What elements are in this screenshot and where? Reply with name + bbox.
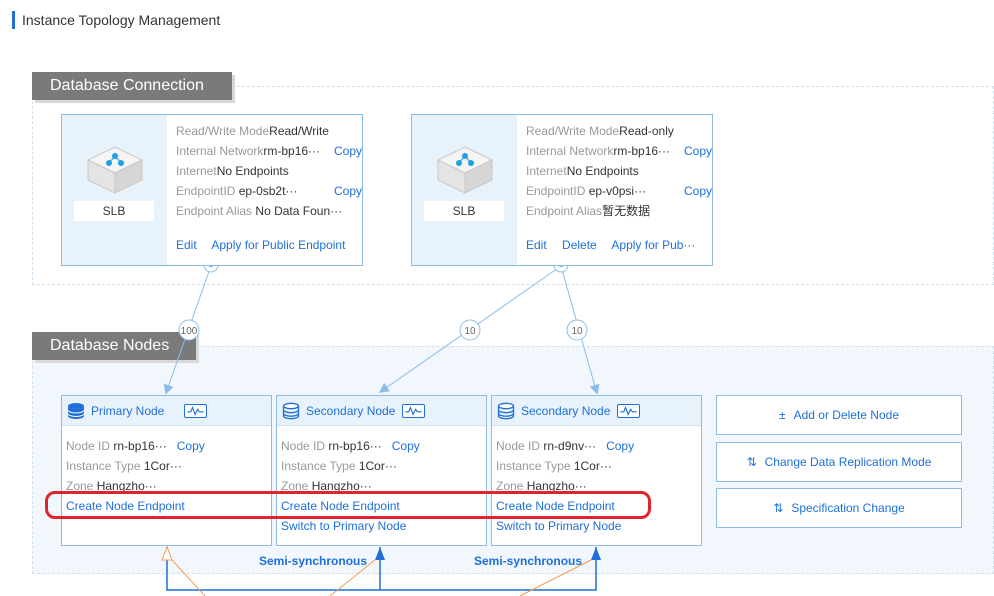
endpoint-alias-key: Endpoint Alias <box>176 204 253 218</box>
copy-link[interactable]: Copy <box>331 181 362 201</box>
node-id-key: Node ID <box>281 439 326 453</box>
secondary-node-card: Secondary Node Node ID rn-d9nv··· Copy I… <box>491 395 702 546</box>
highlight-box <box>45 491 651 519</box>
zone-key: Zone <box>281 479 309 493</box>
instance-type-key: Instance Type <box>66 459 141 473</box>
internet-key: Internet <box>526 164 567 178</box>
internet-key: Internet <box>176 164 217 178</box>
weight-badge-1 <box>178 319 200 341</box>
replication-label: Semi-synchronous <box>474 554 583 568</box>
internet-value: No Endpoints <box>216 164 289 178</box>
slb-panel: SLB <box>62 115 167 265</box>
weight-text-3: 10 <box>571 326 583 337</box>
node-title: Primary Node <box>91 404 165 418</box>
internal-network-key: Internal Network <box>526 144 614 158</box>
copy-link[interactable]: Copy <box>681 141 712 161</box>
apply-public-endpoint-link[interactable]: Apply for Pub··· <box>611 238 696 252</box>
copy-link[interactable]: Copy <box>331 141 362 161</box>
weight-text-1: 100 <box>181 326 198 337</box>
specification-change-button[interactable]: ⇅ Specification Change <box>716 488 962 528</box>
instance-type-value: 1Cor··· <box>143 459 182 473</box>
monitor-icon[interactable] <box>184 404 207 418</box>
instance-type-key: Instance Type <box>496 459 571 473</box>
instance-type-value: 1Cor··· <box>573 459 612 473</box>
endpoint-card: SLB Read/Write ModeRead/Write Internal N… <box>61 114 363 266</box>
node-title: Secondary Node <box>521 404 611 418</box>
weight-badge-2 <box>459 319 481 341</box>
node-id-value: rn-d9nv··· <box>543 439 597 453</box>
monitor-icon[interactable] <box>617 404 640 418</box>
replication-label: Semi-synchronous <box>259 554 368 568</box>
switch-to-primary-link[interactable]: Switch to Primary Node <box>281 519 407 533</box>
rw-mode-value: Read-only <box>619 124 674 138</box>
plus-minus-icon: ± <box>779 408 786 422</box>
internet-value: No Endpoints <box>566 164 639 178</box>
secondary-node-card: Secondary Node Node ID rn-bp16··· Copy I… <box>276 395 487 546</box>
delete-link[interactable]: Delete <box>562 238 597 252</box>
swap-arrows-icon: ⇅ <box>773 501 784 515</box>
node-id-key: Node ID <box>66 439 111 453</box>
edit-link[interactable]: Edit <box>526 238 547 252</box>
slb-cube-icon <box>436 146 494 194</box>
node-id-value: rn-bp16··· <box>328 439 382 453</box>
copy-link[interactable]: Copy <box>681 181 712 201</box>
endpoint-card: SLB Read/Write ModeRead-only Internal Ne… <box>411 114 713 266</box>
node-title: Secondary Node <box>306 404 396 418</box>
create-node-endpoint-link[interactable]: Create Node Endpoint <box>496 499 615 513</box>
instance-type-key: Instance Type <box>281 459 356 473</box>
rw-mode-value: Read/Write <box>269 124 329 138</box>
zone-key: Zone <box>66 479 94 493</box>
internal-network-value: rm-bp16··· <box>613 144 671 158</box>
endpoint-alias-value: 暂无数据 <box>602 204 651 218</box>
slb-cube-icon <box>86 146 144 194</box>
endpoint-alias-key: Endpoint Alias <box>526 204 603 218</box>
create-node-endpoint-link[interactable]: Create Node Endpoint <box>66 499 185 513</box>
specification-change-label: Specification Change <box>791 501 905 515</box>
zone-value: Hangzho··· <box>96 479 157 493</box>
database-connection-label: Database Connection <box>32 72 232 100</box>
rw-mode-key: Read/Write Mode <box>176 124 270 138</box>
add-delete-node-label: Add or Delete Node <box>793 408 899 422</box>
node-id-key: Node ID <box>496 439 541 453</box>
slb-label: SLB <box>74 201 154 221</box>
apply-public-endpoint-link[interactable]: Apply for Public Endpoint <box>211 238 346 252</box>
weight-text-2: 10 <box>464 326 476 337</box>
replication-line <box>166 547 597 591</box>
zone-key: Zone <box>496 479 524 493</box>
slb-label: SLB <box>424 201 504 221</box>
change-replication-mode-label: Change Data Replication Mode <box>764 455 932 469</box>
internal-network-value: rm-bp16··· <box>263 144 321 158</box>
zone-value: Hangzho··· <box>526 479 587 493</box>
create-node-endpoint-link[interactable]: Create Node Endpoint <box>281 499 400 513</box>
database-nodes-label: Database Nodes <box>32 332 196 360</box>
copy-link[interactable]: Copy <box>391 439 420 453</box>
endpoint-alias-value: No Data Foun··· <box>255 204 343 218</box>
internal-network-key: Internal Network <box>176 144 264 158</box>
add-delete-node-button[interactable]: ± Add or Delete Node <box>716 395 962 435</box>
database-icon <box>497 402 515 420</box>
endpoint-id-value: ep-v0psi··· <box>588 184 647 198</box>
node-id-value: rn-bp16··· <box>113 439 167 453</box>
swap-arrows-icon: ⇅ <box>746 455 757 469</box>
edit-link[interactable]: Edit <box>176 238 197 252</box>
zone-value: Hangzho··· <box>311 479 372 493</box>
endpoint-id-key: EndpointID <box>176 184 236 198</box>
database-icon <box>282 402 300 420</box>
endpoint-id-value: ep-0sb2t··· <box>238 184 298 198</box>
copy-link[interactable]: Copy <box>176 439 205 453</box>
endpoint-id-key: EndpointID <box>526 184 586 198</box>
switch-to-primary-link[interactable]: Switch to Primary Node <box>496 519 622 533</box>
copy-link[interactable]: Copy <box>606 439 635 453</box>
change-replication-mode-button[interactable]: ⇅ Change Data Replication Mode <box>716 442 962 482</box>
slb-panel: SLB <box>412 115 517 265</box>
primary-node-card: Primary Node Node ID rn-bp16··· Copy Ins… <box>61 395 272 546</box>
weight-badge-3 <box>566 319 588 341</box>
database-icon <box>67 403 85 419</box>
instance-type-value: 1Cor··· <box>358 459 397 473</box>
rw-mode-key: Read/Write Mode <box>526 124 620 138</box>
monitor-icon[interactable] <box>402 404 425 418</box>
page-title: Instance Topology Management <box>12 11 220 29</box>
